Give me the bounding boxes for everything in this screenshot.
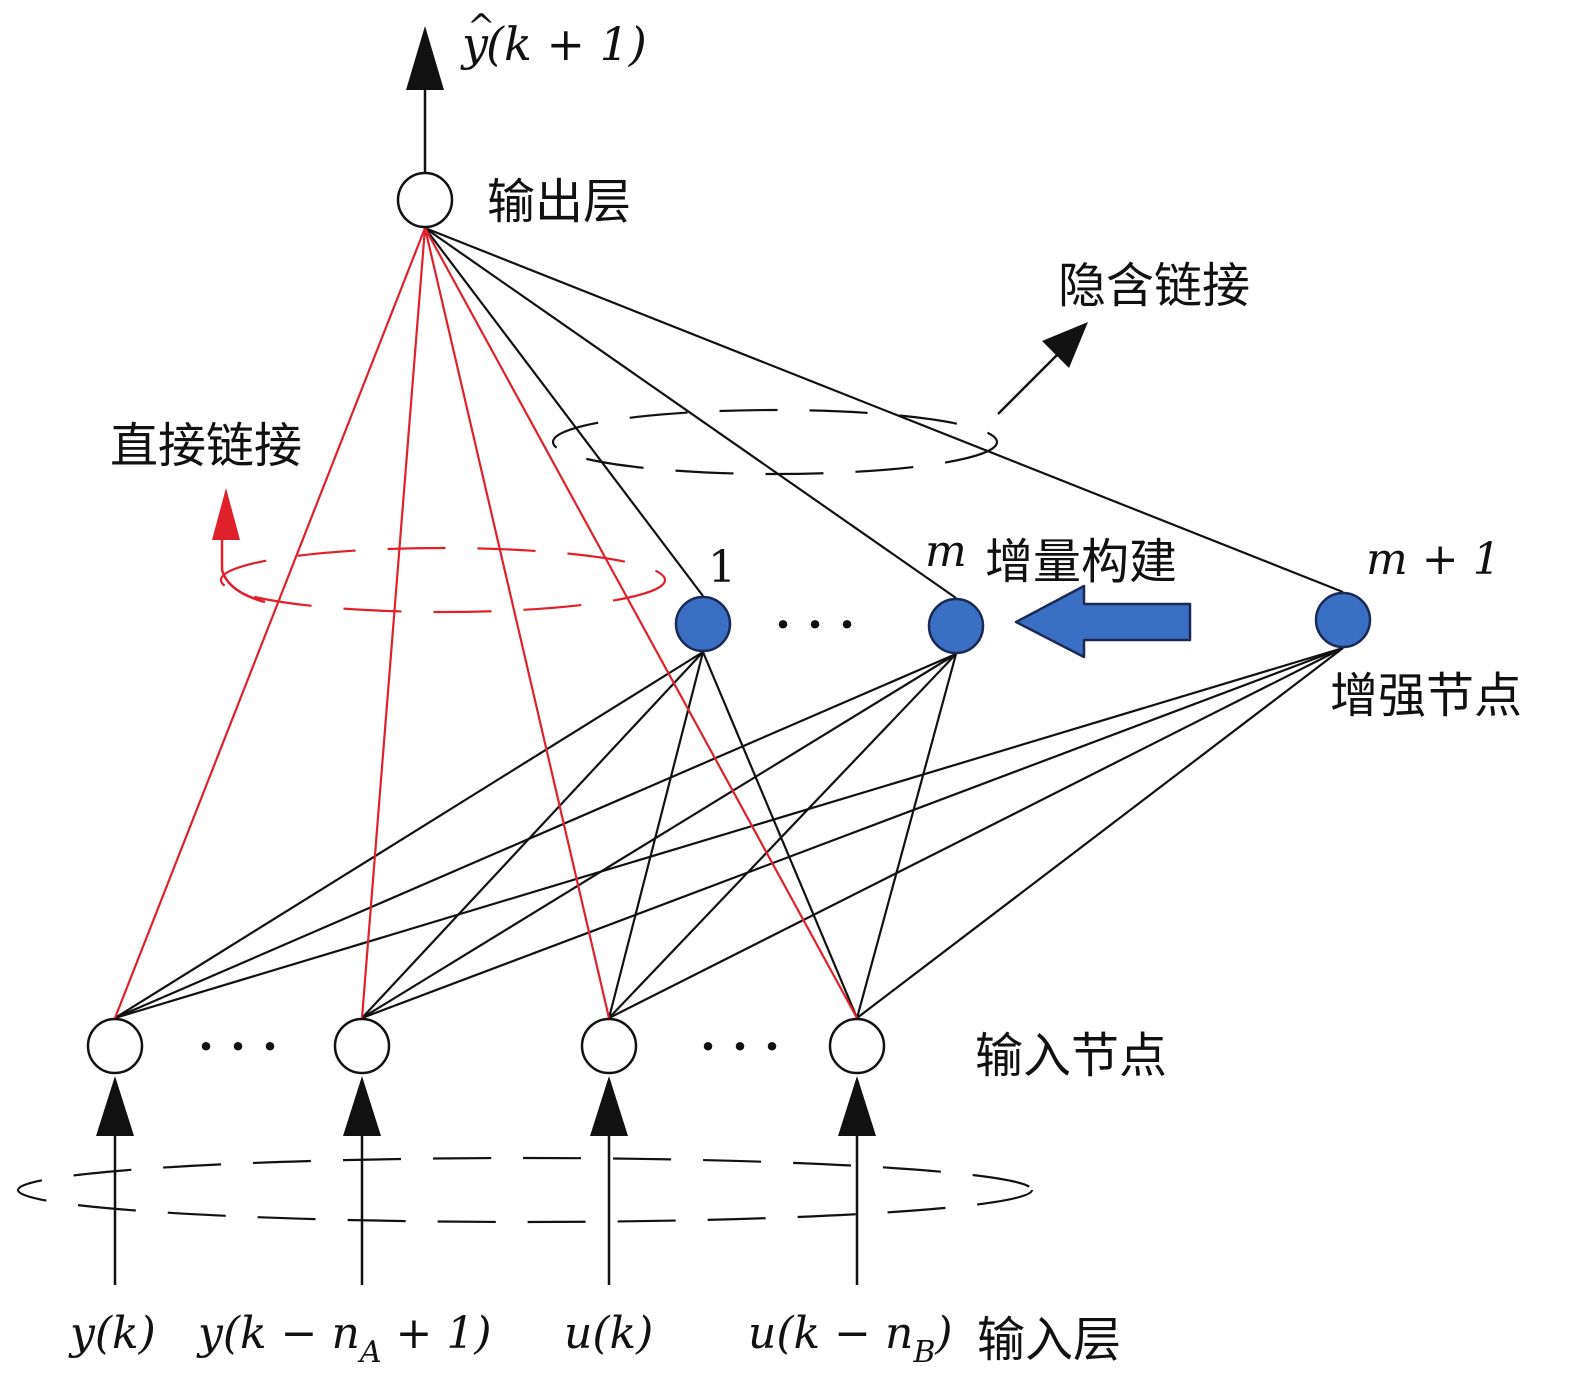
input-ellipsis-1: · · · xyxy=(198,1019,278,1073)
arrow-up-icon xyxy=(212,488,266,604)
input-node-1 xyxy=(86,1017,144,1075)
hidden-links-group xyxy=(114,226,1344,1020)
arrow-up-icon xyxy=(96,1076,134,1285)
link-in3-em xyxy=(608,653,957,1019)
link-in4-e1 xyxy=(701,651,859,1019)
output-args: (k + 1) xyxy=(486,17,647,71)
direct-link-label: 直接链接 xyxy=(110,418,302,474)
link-in2-em1 xyxy=(361,646,1344,1020)
link-in1-em1 xyxy=(114,646,1344,1020)
arrow-up-icon xyxy=(343,1076,381,1285)
direct-link-4 xyxy=(424,227,858,1019)
input-label-2-sub: A xyxy=(357,1335,382,1370)
direct-links-group xyxy=(113,227,858,1019)
input-layer-label: 输入层 xyxy=(977,1312,1121,1368)
arrow-up-icon xyxy=(590,1076,628,1285)
link-in4-em xyxy=(855,653,958,1019)
link-in2-em xyxy=(361,653,957,1019)
input-label-4: u(k − nB) xyxy=(748,1308,953,1370)
incremental-build-label: 增量构建 xyxy=(985,534,1177,590)
arrow-up-right-icon xyxy=(997,322,1088,415)
input-label-2: y(k − nA + 1) xyxy=(196,1308,492,1370)
input-node-2 xyxy=(333,1017,391,1075)
input-arrows xyxy=(96,1076,876,1285)
link-in1-em xyxy=(114,652,957,1020)
output-layer-label: 输出层 xyxy=(487,174,631,230)
enhancement-node-m-plus-1 xyxy=(1314,591,1372,649)
output-math-label: ^ y (k + 1) xyxy=(460,7,647,71)
input-ellipsis-2: · · · xyxy=(700,1019,780,1073)
link-in3-em1 xyxy=(608,647,1344,1019)
link-in2-e1 xyxy=(361,651,704,1019)
output-node xyxy=(396,171,454,229)
direct-link-3 xyxy=(423,227,611,1019)
input-math-labels: y(k) y(k − nA + 1) u(k) u(k − nB) xyxy=(68,1308,953,1370)
input-node-4 xyxy=(828,1017,886,1075)
input-layer-ellipse xyxy=(16,1156,1034,1224)
direct-link-1 xyxy=(113,227,427,1019)
node-m-label: m xyxy=(925,526,967,577)
link-in1-e1 xyxy=(114,651,704,1019)
hidden-link-out-e1 xyxy=(424,227,704,597)
input-label-4-sub: B xyxy=(912,1335,935,1370)
hidden-link-label: 隐含链接 xyxy=(1058,258,1250,314)
node-one-label: 1 xyxy=(708,542,736,593)
hidden-link-out-em xyxy=(424,227,957,599)
enhancement-node-1 xyxy=(674,595,732,653)
enhancement-nodes-label: 增强节点 xyxy=(1330,668,1522,724)
link-in4-em1 xyxy=(856,647,1344,1019)
hidden-link-ellipse xyxy=(551,408,999,476)
input-node-3 xyxy=(580,1017,638,1075)
enhancement-ellipsis: · · · xyxy=(775,597,855,651)
input-label-1: y(k) xyxy=(68,1308,156,1359)
direct-link-ellipse xyxy=(219,546,667,614)
node-m-plus-one-label: m + 1 xyxy=(1366,534,1501,585)
arrow-up-icon xyxy=(838,1076,876,1285)
input-label-3: u(k) xyxy=(564,1308,653,1359)
input-nodes-label: 输入节点 xyxy=(975,1028,1167,1084)
output-var: y xyxy=(460,17,489,71)
output-hat: ^ xyxy=(467,7,496,47)
hidden-link-out-em1 xyxy=(424,226,1344,594)
enhancement-node-m xyxy=(927,597,985,655)
link-in3-e1 xyxy=(607,651,705,1019)
direct-link-2 xyxy=(360,227,427,1019)
arrow-left-icon xyxy=(1014,584,1192,659)
